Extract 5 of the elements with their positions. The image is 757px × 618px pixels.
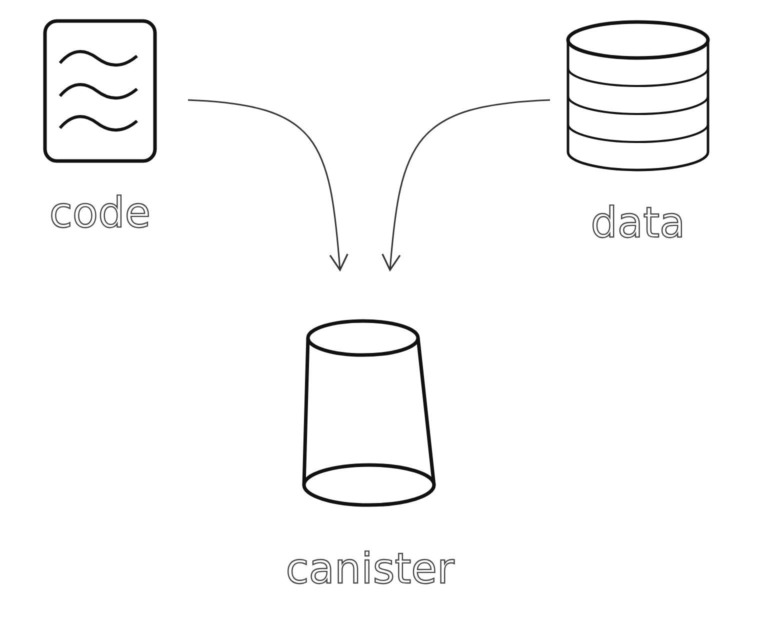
- node-label: data: [590, 202, 686, 244]
- node-label: canister: [286, 548, 454, 590]
- node-label: code: [49, 192, 151, 234]
- curved-arrow: [382, 99, 550, 271]
- curved-arrow: [188, 99, 348, 271]
